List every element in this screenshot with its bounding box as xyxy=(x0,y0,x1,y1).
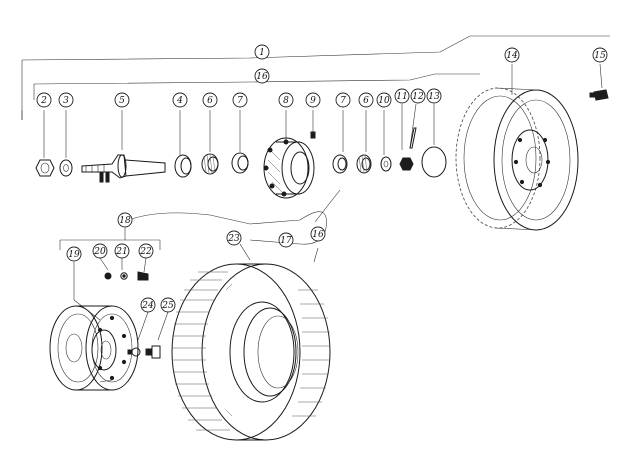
callout-1: 1 xyxy=(254,44,270,60)
callout-7-outer: 7 xyxy=(335,92,351,108)
svg-text:6: 6 xyxy=(207,96,213,106)
tire-tread-hatching xyxy=(172,271,330,431)
svg-text:18: 18 xyxy=(119,216,131,226)
callout-10: 10 xyxy=(376,92,392,108)
callout-25: 25 xyxy=(160,297,176,313)
cotter-pin-part xyxy=(409,127,417,149)
lower-leader-lines xyxy=(59,189,341,341)
callout-19: 19 xyxy=(66,246,82,262)
svg-text:17: 17 xyxy=(280,236,292,246)
wheel-stud-parts xyxy=(127,345,161,359)
svg-text:10: 10 xyxy=(378,96,390,106)
svg-text:11: 11 xyxy=(396,92,407,102)
hex-nut-part xyxy=(35,159,55,177)
svg-text:21: 21 xyxy=(115,247,127,257)
svg-text:12: 12 xyxy=(412,92,424,102)
callout-6: 6 xyxy=(202,92,218,108)
svg-text:6: 6 xyxy=(363,96,369,106)
svg-text:16: 16 xyxy=(312,230,324,240)
svg-text:24: 24 xyxy=(141,301,154,311)
callout-11: 11 xyxy=(394,88,410,104)
wheel-bolt-part xyxy=(589,89,609,101)
callout-24: 24 xyxy=(140,297,156,313)
svg-text:4: 4 xyxy=(176,96,183,106)
callout-22: 22 xyxy=(138,243,154,259)
callout-18: 18 xyxy=(117,212,133,228)
svg-text:1: 1 xyxy=(259,48,265,58)
hub-part xyxy=(263,137,315,199)
callout-4: 4 xyxy=(172,92,188,108)
svg-text:7: 7 xyxy=(237,96,243,106)
svg-text:5: 5 xyxy=(119,96,125,106)
dust-cap-part xyxy=(421,146,447,178)
callout-23: 23 xyxy=(226,230,242,246)
spindle-part xyxy=(81,154,166,183)
callout-16-bottom: 16 xyxy=(310,226,326,242)
svg-text:15: 15 xyxy=(594,51,606,61)
callout-8: 8 xyxy=(278,92,294,108)
callout-7: 7 xyxy=(232,92,248,108)
callout-14: 14 xyxy=(504,47,520,63)
castle-nut-part xyxy=(399,157,414,171)
small-wheel-part xyxy=(49,305,139,391)
callout-17: 17 xyxy=(278,232,294,248)
race-ring-part-outer xyxy=(332,154,348,174)
svg-text:2: 2 xyxy=(40,96,47,106)
svg-text:9: 9 xyxy=(310,96,316,106)
assembly-leader-lines xyxy=(21,35,610,158)
callout-5: 5 xyxy=(114,92,130,108)
axle-assembly xyxy=(35,127,447,199)
svg-text:14: 14 xyxy=(506,51,518,61)
lug-nut-parts xyxy=(104,271,149,281)
svg-text:23: 23 xyxy=(227,234,240,244)
svg-text:13: 13 xyxy=(428,92,440,102)
callout-20: 20 xyxy=(92,243,108,259)
race-ring-part xyxy=(231,152,249,174)
svg-text:8: 8 xyxy=(283,96,289,106)
callout-3: 3 xyxy=(58,92,74,108)
bearing-cup-part xyxy=(174,154,192,178)
washer-part xyxy=(59,159,73,177)
svg-text:3: 3 xyxy=(63,96,69,106)
svg-text:22: 22 xyxy=(139,247,152,257)
roller-bearing-part xyxy=(201,153,219,175)
hub-stud-part xyxy=(310,131,316,139)
callout-15: 15 xyxy=(592,47,608,63)
svg-text:25: 25 xyxy=(161,301,174,311)
callout-21: 21 xyxy=(114,243,130,259)
dual-rim-part xyxy=(455,87,579,231)
callout-12: 12 xyxy=(410,88,426,104)
callout-13: 13 xyxy=(426,88,442,104)
callout-16-top: 16 xyxy=(254,68,270,84)
tire-part xyxy=(171,263,331,441)
svg-text:7: 7 xyxy=(340,96,346,106)
callout-2: 2 xyxy=(36,92,52,108)
callout-6-outer: 6 xyxy=(358,92,374,108)
svg-text:16: 16 xyxy=(256,72,268,82)
callout-9: 9 xyxy=(305,92,321,108)
svg-text:20: 20 xyxy=(93,247,106,257)
svg-text:19: 19 xyxy=(68,250,80,260)
callouts: 1 2 3 5 4 6 7 8 9 7 6 10 11 12 13 14 15 … xyxy=(36,44,608,313)
roller-bearing-part-outer xyxy=(356,154,372,174)
spindle-washer-part xyxy=(380,156,392,172)
